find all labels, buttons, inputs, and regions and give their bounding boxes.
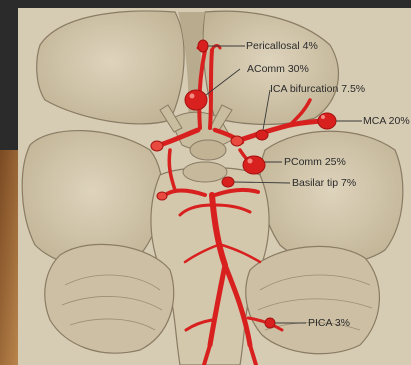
aneurysm-ica-bifurcation xyxy=(256,130,268,140)
aneurysm-pica xyxy=(265,318,275,328)
cerebellum-left xyxy=(45,244,174,353)
aneurysm-acomm xyxy=(185,90,207,110)
label-acomm: AComm 30% xyxy=(247,63,309,75)
aneurysm-mca xyxy=(318,113,336,129)
pituitary-stalk xyxy=(190,140,226,160)
aneurysm-pcomm xyxy=(243,156,265,174)
frontal-lobe-left xyxy=(37,11,184,124)
label-pica: PICA 3% xyxy=(308,317,350,329)
mammillary-body xyxy=(183,162,227,182)
label-basilar-tip: Basilar tip 7% xyxy=(292,177,356,189)
label-pericallosal: Pericallosal 4% xyxy=(246,40,318,52)
temporal-lobe-right xyxy=(260,131,403,263)
aneurysm-pericallosal xyxy=(198,40,208,52)
aneurysm-basilar-tip xyxy=(222,177,234,187)
label-mca: MCA 20% xyxy=(363,115,410,127)
label-pcomm: PComm 25% xyxy=(284,156,346,168)
cerebellum-right xyxy=(246,246,380,353)
label-ica-bifurcation: ICA bifurcation 7.5% xyxy=(270,83,365,95)
